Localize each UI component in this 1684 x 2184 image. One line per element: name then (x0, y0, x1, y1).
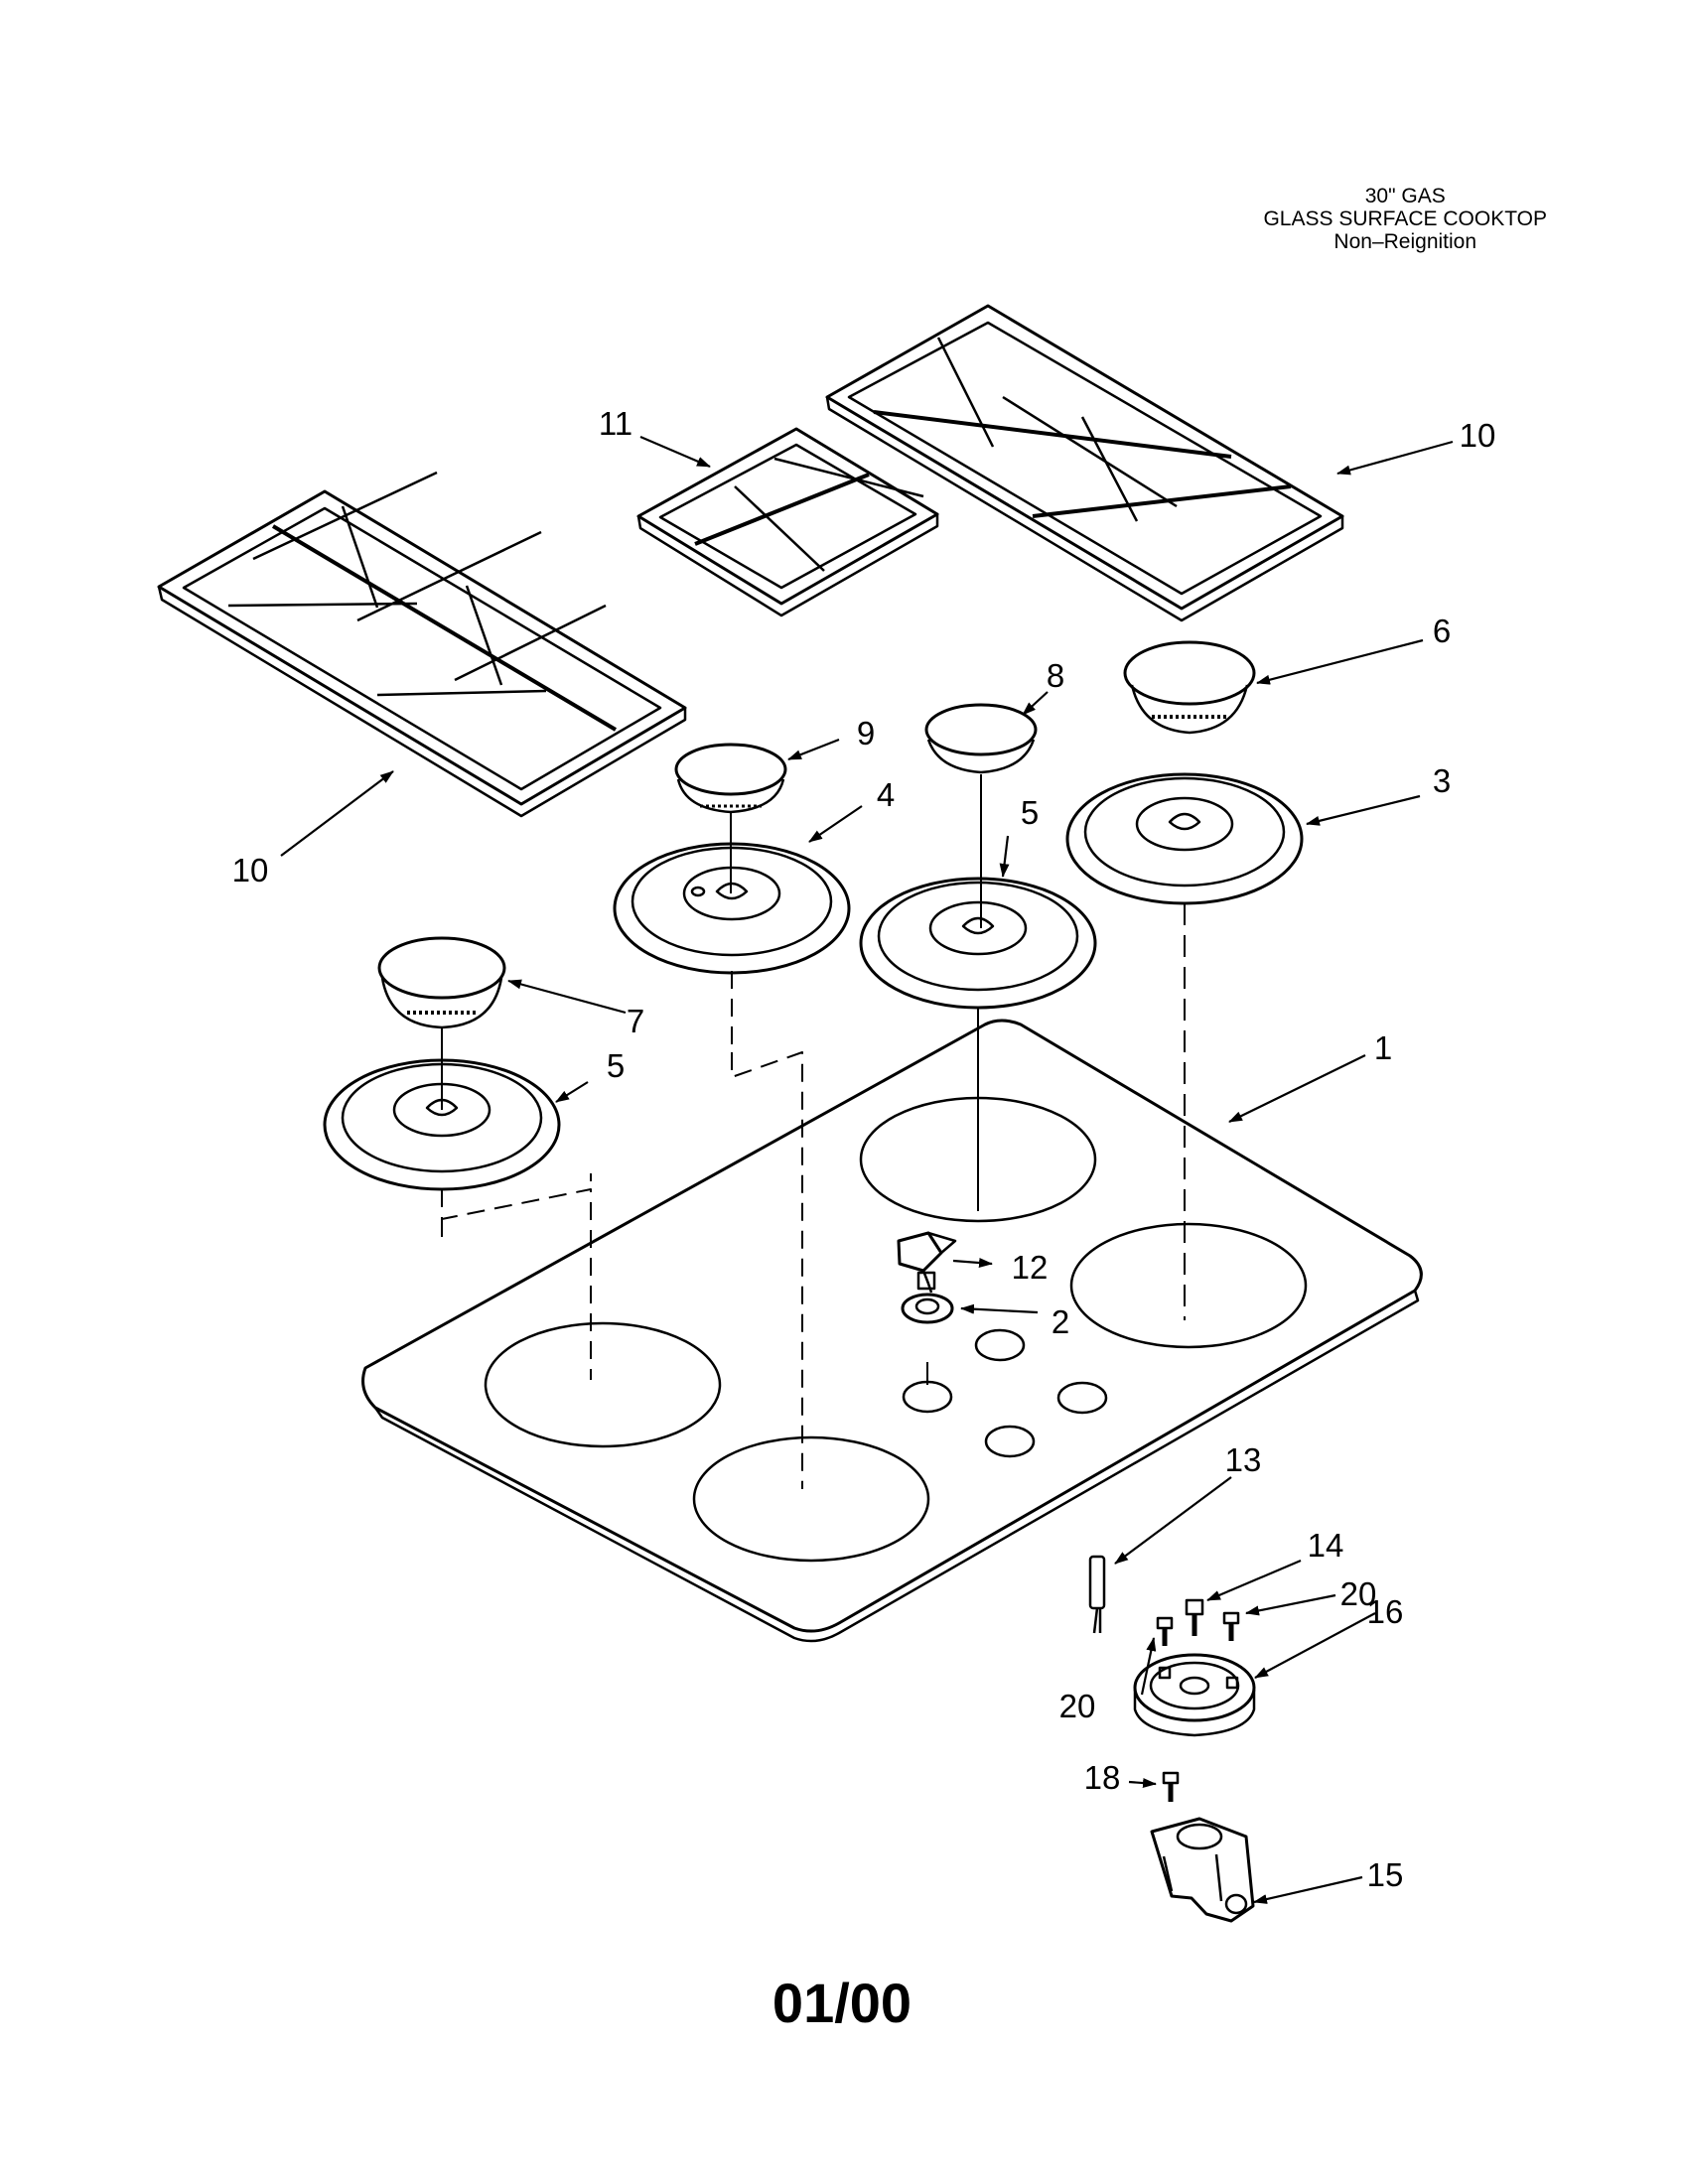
knob-hole-3 (1056, 1381, 1108, 1415)
valve-bracket-15 (1150, 1817, 1255, 1923)
grate-right-10 (825, 304, 1344, 622)
callout-18: 18 (1084, 1759, 1121, 1796)
title-line-3: Non–Reignition (1333, 230, 1477, 253)
burner-head-16 (1133, 1653, 1256, 1737)
knob-hole-1 (974, 1328, 1026, 1362)
title-block: 30" GAS GLASS SURFACE COOKTOP Non–Reigni… (1263, 185, 1547, 253)
spark-electrode-13 (1088, 1555, 1106, 1634)
callout-7: 7 (627, 1003, 644, 1039)
callout-16: 16 (1367, 1593, 1404, 1630)
callout-1: 1 (1374, 1029, 1392, 1066)
burner-cap-8 (924, 703, 1038, 774)
callout-10-right: 10 (1460, 417, 1496, 454)
callout-10-left: 10 (232, 852, 269, 888)
callout-12: 12 (1012, 1249, 1049, 1286)
title-line-2: GLASS SURFACE COOKTOP (1263, 207, 1547, 230)
burner-cap-6 (1123, 640, 1256, 735)
burner-cap-7 (377, 936, 506, 1029)
grate-center-11 (636, 427, 939, 617)
grate-left-10 (157, 471, 687, 818)
burner-cap-9 (674, 743, 787, 814)
knob-hole-2 (902, 1380, 953, 1414)
callout-14: 14 (1308, 1527, 1344, 1564)
title-line-1: 30" GAS (1364, 185, 1446, 207)
burner-hole-left (484, 1321, 722, 1448)
callout-5-center: 5 (1021, 794, 1039, 831)
callout-13: 13 (1225, 1441, 1262, 1478)
screw-18 (1162, 1771, 1180, 1802)
callout-8: 8 (1047, 657, 1064, 694)
leader-arrows (280, 435, 1454, 1904)
screw-20-right (1222, 1611, 1240, 1641)
callout-11: 11 (599, 405, 632, 442)
callout-15: 15 (1367, 1856, 1404, 1893)
callout-5-left: 5 (607, 1047, 625, 1084)
knob-hole-4 (984, 1425, 1036, 1458)
callout-20-left: 20 (1059, 1688, 1096, 1724)
date-code: 01/00 (772, 1972, 912, 2034)
screw-14 (1185, 1598, 1204, 1636)
burner-base-5-center (859, 877, 1097, 1010)
burner-base-3 (1065, 772, 1304, 905)
burner-hole-right (1069, 1222, 1308, 1349)
glass-cooktop-panel (361, 1019, 1423, 1643)
knob-gasket-2 (901, 1293, 954, 1324)
callout-20-right: 20 (1340, 1575, 1377, 1612)
control-knob-12 (897, 1231, 957, 1294)
callout-6: 6 (1433, 613, 1451, 649)
burner-hole-front (692, 1435, 930, 1563)
assembly-center-lines (441, 774, 1186, 1489)
callout-4: 4 (877, 776, 895, 813)
callout-9: 9 (857, 715, 875, 751)
callout-2: 2 (1052, 1303, 1069, 1340)
callout-3: 3 (1433, 762, 1451, 799)
screw-20-left (1156, 1616, 1174, 1646)
